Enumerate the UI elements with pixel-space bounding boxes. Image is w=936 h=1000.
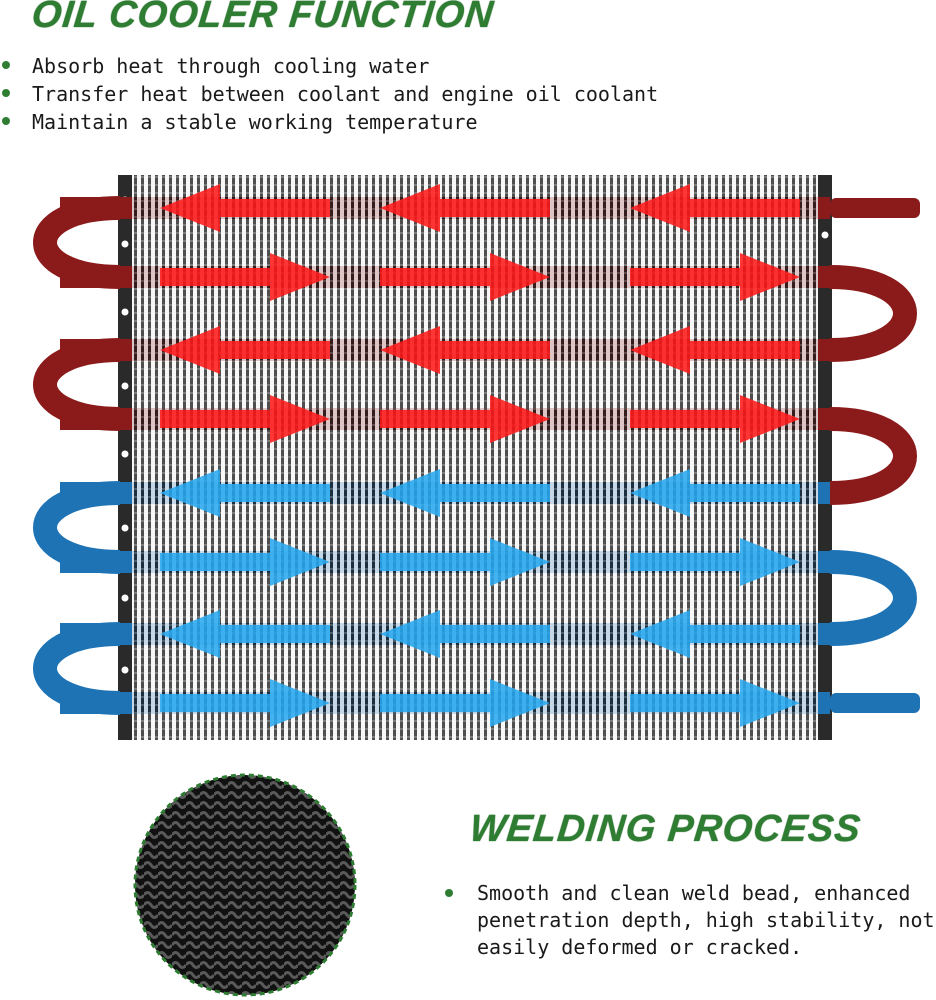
welding-process-title: WELDING PROCESS — [467, 808, 864, 850]
flow-arrow-right-icon — [630, 538, 800, 586]
welding-item: Smooth and clean weld bead, enhanced pen… — [445, 880, 935, 961]
flow-arrow-right-icon — [630, 395, 800, 443]
mount-hole-icon — [121, 450, 129, 458]
weld-closeup-border — [133, 773, 357, 997]
flow-arrow-left-icon — [380, 610, 550, 658]
right-end-plate — [818, 175, 832, 740]
flow-arrow-right-icon — [630, 253, 800, 301]
flow-arrow-left-icon — [630, 469, 800, 517]
mount-hole-icon — [121, 524, 129, 532]
mount-hole-icon — [121, 382, 129, 390]
welding-text: Smooth and clean weld bead, enhanced pen… — [477, 881, 935, 959]
bullet-dot-icon — [445, 889, 453, 897]
cooler-core — [33, 175, 920, 740]
u-bend-right — [829, 265, 917, 362]
flow-arrow-left-icon — [380, 184, 550, 232]
bullet-dot-icon — [2, 61, 10, 69]
weld-closeup-image — [133, 773, 357, 997]
flow-arrow-right-icon — [380, 679, 550, 727]
flow-arrow-left-icon — [630, 610, 800, 658]
outlet-fitting — [830, 693, 920, 713]
flow-arrow-right-icon — [380, 395, 550, 443]
flow-arrow-left-icon — [630, 184, 800, 232]
fin-core — [132, 175, 818, 740]
feature-item: Transfer heat between coolant and engine… — [2, 80, 658, 108]
flow-arrow-left-icon — [160, 326, 330, 374]
mount-hole-icon — [121, 240, 129, 248]
u-bend-right — [829, 550, 917, 646]
feature-text: Transfer heat between coolant and engine… — [32, 82, 659, 106]
flow-arrow-left-icon — [160, 469, 330, 517]
flow-arrow-left-icon — [160, 610, 330, 658]
flow-arrow-right-icon — [160, 395, 330, 443]
flow-arrow-right-icon — [380, 538, 550, 586]
flow-arrow-right-icon — [160, 538, 330, 586]
inlet-fitting — [830, 198, 920, 218]
mount-hole-icon — [121, 308, 129, 316]
feature-text: Maintain a stable working temperature — [32, 110, 478, 134]
flow-arrow-left-icon — [630, 326, 800, 374]
feature-item: Absorb heat through cooling water — [2, 52, 658, 80]
bullet-dot-icon — [2, 89, 10, 97]
feature-text: Absorb heat through cooling water — [32, 54, 430, 78]
oil-cooler-title: OIL COOLER FUNCTION — [29, 0, 496, 36]
mount-hole-icon — [821, 231, 829, 239]
flow-arrow-left-icon — [160, 184, 330, 232]
oil-cooler-diagram — [33, 175, 920, 740]
flow-arrow-right-icon — [380, 253, 550, 301]
mount-hole-icon — [121, 594, 129, 602]
flow-arrow-right-icon — [160, 253, 330, 301]
u-bend-right — [829, 407, 917, 505]
mount-hole-icon — [121, 666, 129, 674]
flow-arrow-right-icon — [630, 679, 800, 727]
flow-arrow-right-icon — [160, 679, 330, 727]
welding-feature-list: Smooth and clean weld bead, enhanced pen… — [445, 880, 935, 961]
flow-arrow-left-icon — [380, 326, 550, 374]
bullet-dot-icon — [2, 117, 10, 125]
flow-arrow-left-icon — [380, 469, 550, 517]
feature-item: Maintain a stable working temperature — [2, 108, 658, 136]
weld-bead-texture — [135, 775, 355, 995]
oil-cooler-feature-list: Absorb heat through cooling water Transf… — [2, 52, 658, 136]
